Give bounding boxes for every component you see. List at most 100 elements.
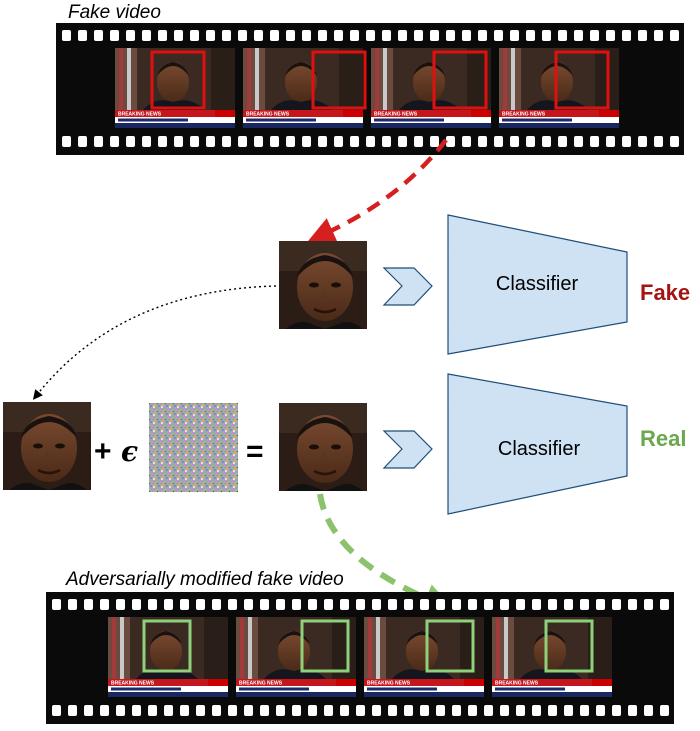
sprocket-hole [500, 599, 509, 610]
sprocket-hole [110, 30, 119, 41]
sprocket-hole [132, 705, 141, 716]
sprocket-hole [414, 136, 423, 147]
sprocket-hole [622, 30, 631, 41]
sprocket-hole [324, 705, 333, 716]
sprocket-hole [516, 705, 525, 716]
sprocket-hole [100, 599, 109, 610]
chevron-right-icon [382, 430, 433, 469]
sprocket-hole [318, 30, 327, 41]
sprocket-hole [644, 705, 653, 716]
sprocket-hole [334, 136, 343, 147]
sprocket-hole [356, 599, 365, 610]
sprocket-hole [532, 599, 541, 610]
sprocket-hole [574, 136, 583, 147]
sprocket-hole [158, 136, 167, 147]
sprocket-hole [62, 136, 71, 147]
sprocket-hole [254, 30, 263, 41]
sprocket-hole [628, 599, 637, 610]
sprocket-hole [350, 136, 359, 147]
sprocket-hole [206, 30, 215, 41]
sprocket-hole [286, 30, 295, 41]
sprocket-hole [510, 136, 519, 147]
sprocket-hole [462, 30, 471, 41]
sprocket-hole [564, 599, 573, 610]
sprocket-hole [276, 599, 285, 610]
sprocket-hole [78, 30, 87, 41]
video-frame [499, 48, 619, 128]
sprocket-hole [292, 705, 301, 716]
sprocket-hole [446, 30, 455, 41]
sprocket-hole [180, 705, 189, 716]
sprocket-hole [228, 705, 237, 716]
sprocket-hole [84, 705, 93, 716]
sprocket-hole [68, 599, 77, 610]
sprocket-hole [468, 599, 477, 610]
sprocket-hole [366, 136, 375, 147]
top-strip-title: Fake video [68, 2, 161, 23]
sprocket-hole [222, 30, 231, 41]
sprocket-hole [606, 30, 615, 41]
sprocket-hole [404, 705, 413, 716]
top-film-strip: Fake video [56, 2, 684, 155]
sprocket-hole [356, 705, 365, 716]
sprocket-hole [660, 705, 669, 716]
sprocket-hole [446, 136, 455, 147]
sprocket-hole [430, 136, 439, 147]
bottom-film-strip: Adversarially modified fake video [46, 569, 674, 724]
sprocket-hole [276, 705, 285, 716]
sprocket-hole [670, 30, 679, 41]
sprocket-hole [606, 136, 615, 147]
sprocket-hole [558, 30, 567, 41]
sprocket-hole [270, 136, 279, 147]
sprocket-hole [452, 599, 461, 610]
sprocket-hole [366, 30, 375, 41]
verdict-real: Real [640, 426, 686, 451]
sprocket-hole [494, 136, 503, 147]
sprocket-hole [174, 30, 183, 41]
classifier-label: Classifier [496, 273, 579, 295]
sprocket-hole [638, 30, 647, 41]
sprocket-hole [340, 599, 349, 610]
sprocket-hole [286, 136, 295, 147]
sprocket-holes-top [62, 30, 679, 41]
video-frame [236, 617, 356, 697]
sprocket-hole [420, 599, 429, 610]
sprocket-hole [238, 30, 247, 41]
noise-perturbation [149, 403, 238, 492]
sprocket-hole [308, 705, 317, 716]
sprocket-hole [244, 705, 253, 716]
sprocket-hole [206, 136, 215, 147]
sprocket-hole [430, 30, 439, 41]
sprocket-hole [302, 30, 311, 41]
video-frame [115, 48, 235, 128]
sprocket-hole [126, 30, 135, 41]
top-face-crop [277, 239, 369, 331]
sprocket-hole [324, 599, 333, 610]
sprocket-hole [494, 30, 503, 41]
sprocket-hole [318, 136, 327, 147]
sprocket-hole [542, 30, 551, 41]
sprocket-hole [228, 599, 237, 610]
video-frame [371, 48, 491, 128]
sprocket-hole [580, 705, 589, 716]
sprocket-hole [564, 705, 573, 716]
sprocket-hole [222, 136, 231, 147]
sprocket-hole [158, 30, 167, 41]
sprocket-hole [398, 136, 407, 147]
sprocket-hole [238, 136, 247, 147]
source-face-crop [1, 400, 93, 492]
sprocket-hole [590, 30, 599, 41]
sprocket-hole [254, 136, 263, 147]
sprocket-hole [62, 30, 71, 41]
plus-sign: + [94, 435, 112, 468]
sprocket-hole [526, 30, 535, 41]
bottom-strip-title: Adversarially modified fake video [65, 569, 344, 590]
sprocket-hole [212, 599, 221, 610]
sprocket-holes-bottom [62, 136, 679, 147]
sprocket-hole [190, 30, 199, 41]
sprocket-hole [372, 599, 381, 610]
verdict-fake: Fake [640, 280, 690, 305]
sprocket-hole [516, 599, 525, 610]
sprocket-hole [260, 705, 269, 716]
sprocket-hole [164, 705, 173, 716]
